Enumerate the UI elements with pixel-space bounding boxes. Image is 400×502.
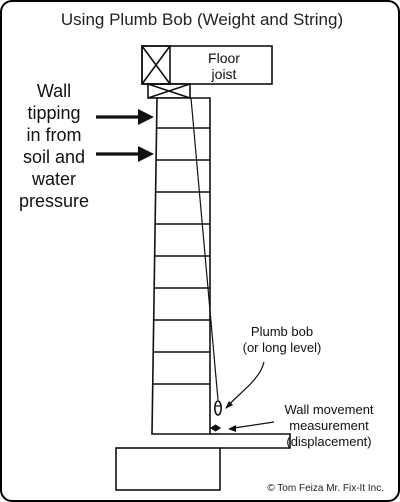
plumb-bob-leader — [227, 361, 265, 407]
measurement-leader — [233, 421, 275, 429]
pressure-arrow-upper — [96, 109, 154, 125]
floor-slab — [220, 433, 291, 449]
pressure-arrow-lower — [96, 146, 154, 162]
wall-pressure-label: Wall tipping in from soil and water pres… — [18, 81, 90, 211]
plumb-bob-label: Plumb bob (or long level) — [242, 324, 322, 355]
floor-joist — [141, 45, 273, 85]
floor-joist-label: Floor joist — [208, 50, 240, 82]
credit-line: © Tom Feiza Mr. Fix-It Inc. — [267, 483, 384, 494]
block-courses — [152, 127, 210, 385]
plumb-bob-weight — [214, 400, 223, 416]
footing — [115, 447, 221, 491]
diagram-title: Using Plumb Bob (Weight and String) — [60, 10, 344, 29]
plumb-string — [190, 97, 219, 401]
displacement-arrows — [209, 424, 222, 432]
measurement-label: Wall movement measurement (displacement) — [284, 402, 374, 449]
